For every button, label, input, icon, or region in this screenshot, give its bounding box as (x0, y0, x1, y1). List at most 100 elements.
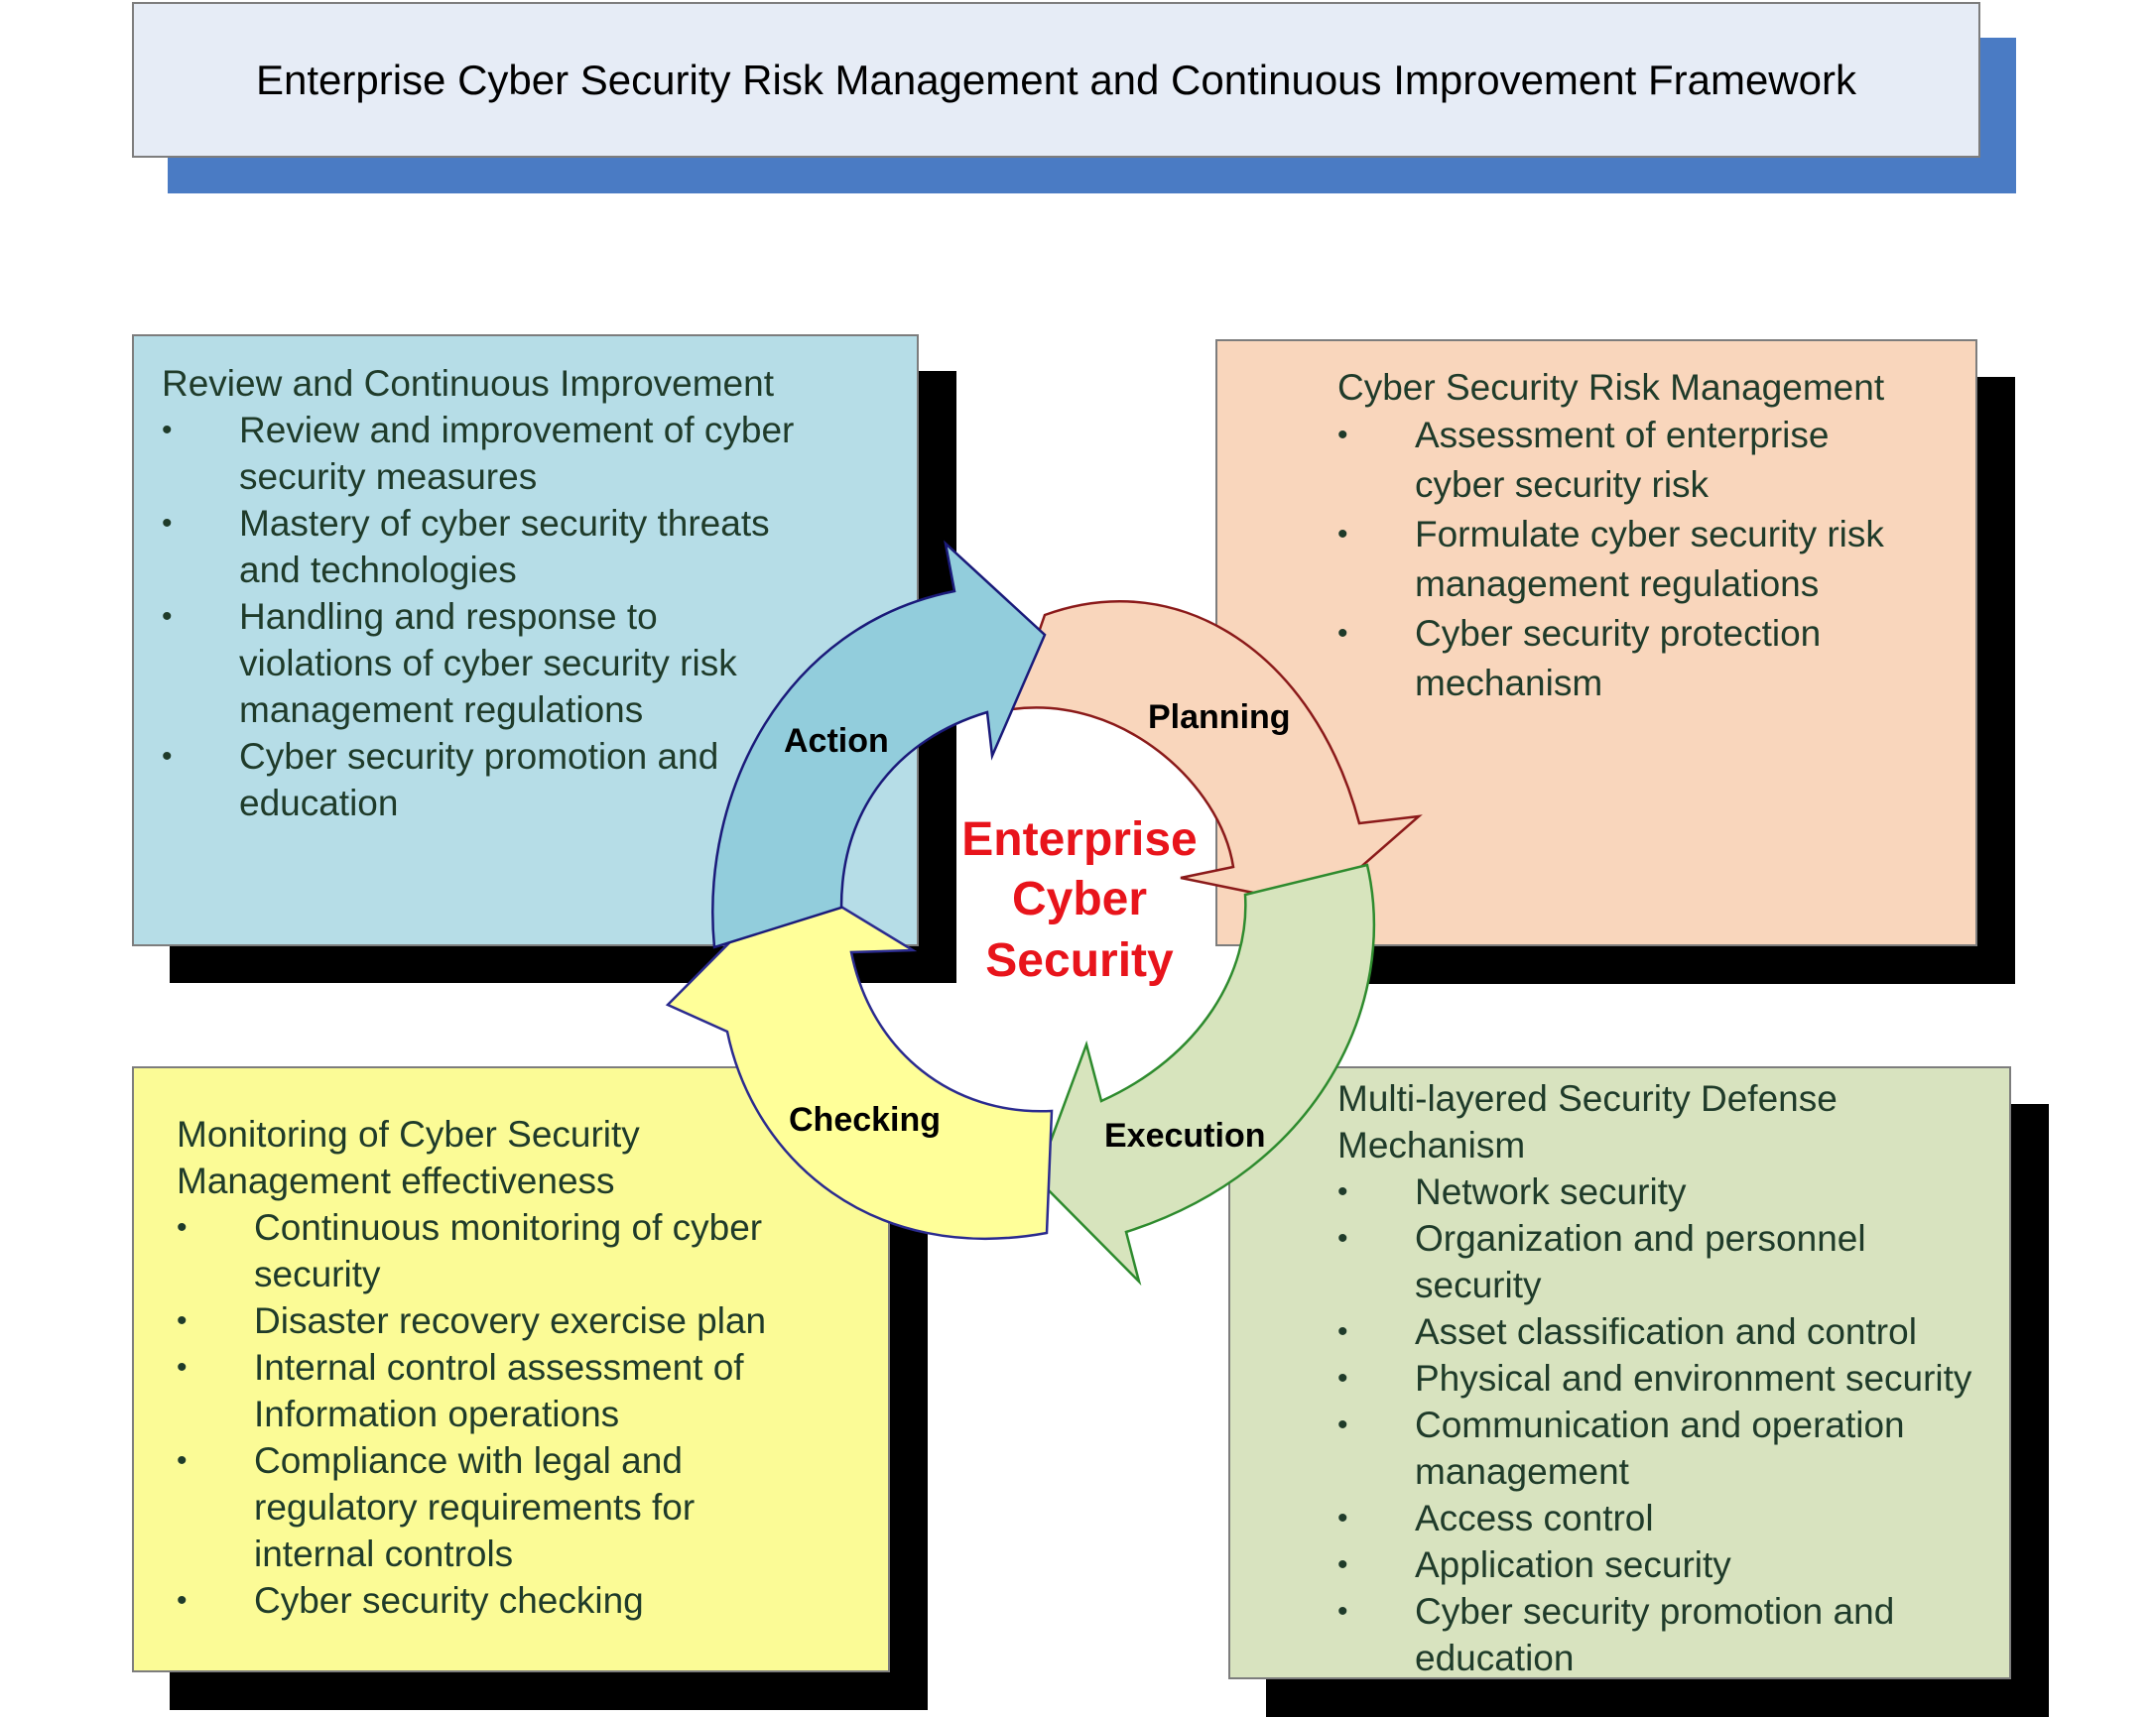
list-item-text: regulatory requirements for (254, 1487, 696, 1528)
review-list: • Review and improvement of cyber security… (162, 407, 896, 826)
list-item: • Cyber security promotion and education (162, 733, 896, 826)
bullet-icon: • (1337, 1315, 1348, 1348)
list-item-text: education (1415, 1638, 1575, 1678)
list-item-text: management regulations (1415, 563, 1820, 604)
list-item-text: Cyber security protection (1415, 613, 1822, 654)
defense-heading-line2: Mechanism (1337, 1125, 1526, 1165)
list-item-text: education (239, 783, 399, 823)
bullet-icon: • (1337, 419, 1348, 451)
monitor-heading-line1: Monitoring of Cyber Security (177, 1114, 640, 1155)
risk-content: Cyber Security Risk Management • Assessme… (1337, 364, 1972, 708)
planning-label: Planning (1148, 698, 1291, 736)
action-label: Action (784, 722, 889, 760)
list-item: • Cyber security protection mechanism (1337, 609, 1972, 708)
list-item-text: security (254, 1254, 381, 1294)
monitor-heading-line2: Management effectiveness (177, 1161, 615, 1201)
list-item-text: internal controls (254, 1533, 514, 1574)
center-title-line1: Enterprise (961, 813, 1197, 866)
list-item: • Cyber security promotion and education (1337, 1588, 2012, 1681)
bullet-icon: • (1337, 1222, 1348, 1255)
monitoring-box (132, 1066, 890, 1672)
list-item: • Continuous monitoring of cyber security (177, 1204, 881, 1297)
list-item: • Physical and environment security (1337, 1355, 2012, 1402)
bullet-icon: • (1337, 1175, 1348, 1208)
risk-heading: Cyber Security Risk Management (1337, 367, 1885, 408)
list-item-text: Application security (1415, 1544, 1731, 1585)
bullet-icon: • (1337, 617, 1348, 650)
defense-content: Multi-layered Security Defense Mechanism… (1337, 1075, 2012, 1681)
center-title-line2: Cyber (1012, 873, 1147, 925)
bullet-icon: • (177, 1351, 188, 1384)
list-item-text: Asset classification and control (1415, 1311, 1917, 1352)
list-item-text: Cyber security checking (254, 1580, 644, 1621)
execution-label: Execution (1104, 1117, 1265, 1155)
monitor-content: Monitoring of Cyber Security Management … (177, 1111, 881, 1624)
review-heading: Review and Continuous Improvement (162, 363, 774, 404)
list-item-text: Handling and response to (239, 596, 658, 637)
bullet-icon: • (162, 740, 173, 773)
list-item-text: Compliance with legal and (254, 1440, 683, 1481)
list-item-text: Continuous monitoring of cyber (254, 1207, 763, 1248)
bullet-icon: • (177, 1444, 188, 1477)
center-title-line3: Security (985, 934, 1174, 987)
bullet-icon: • (1337, 1409, 1348, 1441)
list-item-text: Access control (1415, 1498, 1654, 1538)
list-item-text: management regulations (239, 689, 644, 730)
defense-mechanism-box (1228, 1066, 2011, 1679)
list-item: • Asset classification and control (1337, 1308, 2012, 1355)
list-item: • Application security (1337, 1541, 2012, 1588)
checking-arrow (665, 876, 1054, 1240)
bullet-icon: • (177, 1304, 188, 1337)
bullet-icon: • (177, 1211, 188, 1244)
list-item-text: cyber security risk (1415, 464, 1710, 505)
bullet-icon: • (1337, 1548, 1348, 1581)
bullet-icon: • (162, 507, 173, 540)
execution-arrow (1035, 863, 1375, 1287)
checking-label: Checking (789, 1101, 941, 1139)
bullet-icon: • (162, 414, 173, 446)
list-item-text: Communication and operation (1415, 1405, 1905, 1445)
review-content: Review and Continuous Improvement • Revie… (162, 360, 896, 826)
bullet-icon: • (1337, 1362, 1348, 1395)
bullet-icon: • (177, 1584, 188, 1617)
list-item: • Formulate cyber security risk management… (1337, 510, 1972, 609)
bullet-icon: • (1337, 1502, 1348, 1534)
list-item: • Review and improvement of cyber security… (162, 407, 896, 500)
list-item: • Compliance with legal and regulatory req… (177, 1437, 881, 1577)
list-item: • Mastery of cyber security threats and te… (162, 500, 896, 593)
list-item-text: Cyber security promotion and (239, 736, 719, 777)
defense-list: • Network security•Organization and perso… (1337, 1168, 2012, 1681)
list-item-text: Cyber security promotion and (1415, 1591, 1895, 1632)
list-item: • Network security (1337, 1168, 2012, 1215)
bullet-icon: • (1337, 518, 1348, 551)
list-item: • Internal control assessment of Informati… (177, 1344, 881, 1437)
list-item: • Assessment of enterprise cyber security … (1337, 411, 1972, 510)
list-item-text: Disaster recovery exercise plan (254, 1300, 767, 1341)
list-item-text: Internal control assessment of (254, 1347, 744, 1388)
list-item-text: and technologies (239, 550, 517, 590)
list-item-text: Formulate cyber security risk (1415, 514, 1884, 554)
list-item-text: Mastery of cyber security threats (239, 503, 770, 544)
action-arrow (711, 540, 1047, 949)
list-item-text: management (1415, 1451, 1629, 1492)
list-item-text: Information operations (254, 1394, 620, 1434)
list-item-text: Network security (1415, 1171, 1687, 1212)
page-title: Enterprise Cyber Security Risk Managemen… (132, 2, 1980, 158)
bullet-icon: • (1337, 1595, 1348, 1628)
list-item: • Communication and operation management (1337, 1402, 2012, 1495)
planning-arrow (1010, 600, 1423, 908)
list-item-text: Assessment of enterprise (1415, 415, 1830, 455)
list-item-text: Review and improvement of cyber (239, 410, 795, 450)
list-item-text: Physical and environment security (1415, 1358, 1972, 1399)
risk-list: • Assessment of enterprise cyber security … (1337, 411, 1972, 708)
list-item-text: mechanism (1415, 663, 1603, 703)
list-item-text: violations of cyber security risk (239, 643, 737, 683)
list-item: • Disaster recovery exercise plan (177, 1297, 881, 1344)
list-item: • Access control (1337, 1495, 2012, 1541)
defense-heading-line1: Multi-layered Security Defense (1337, 1078, 1838, 1119)
list-item-text: security measures (239, 456, 538, 497)
